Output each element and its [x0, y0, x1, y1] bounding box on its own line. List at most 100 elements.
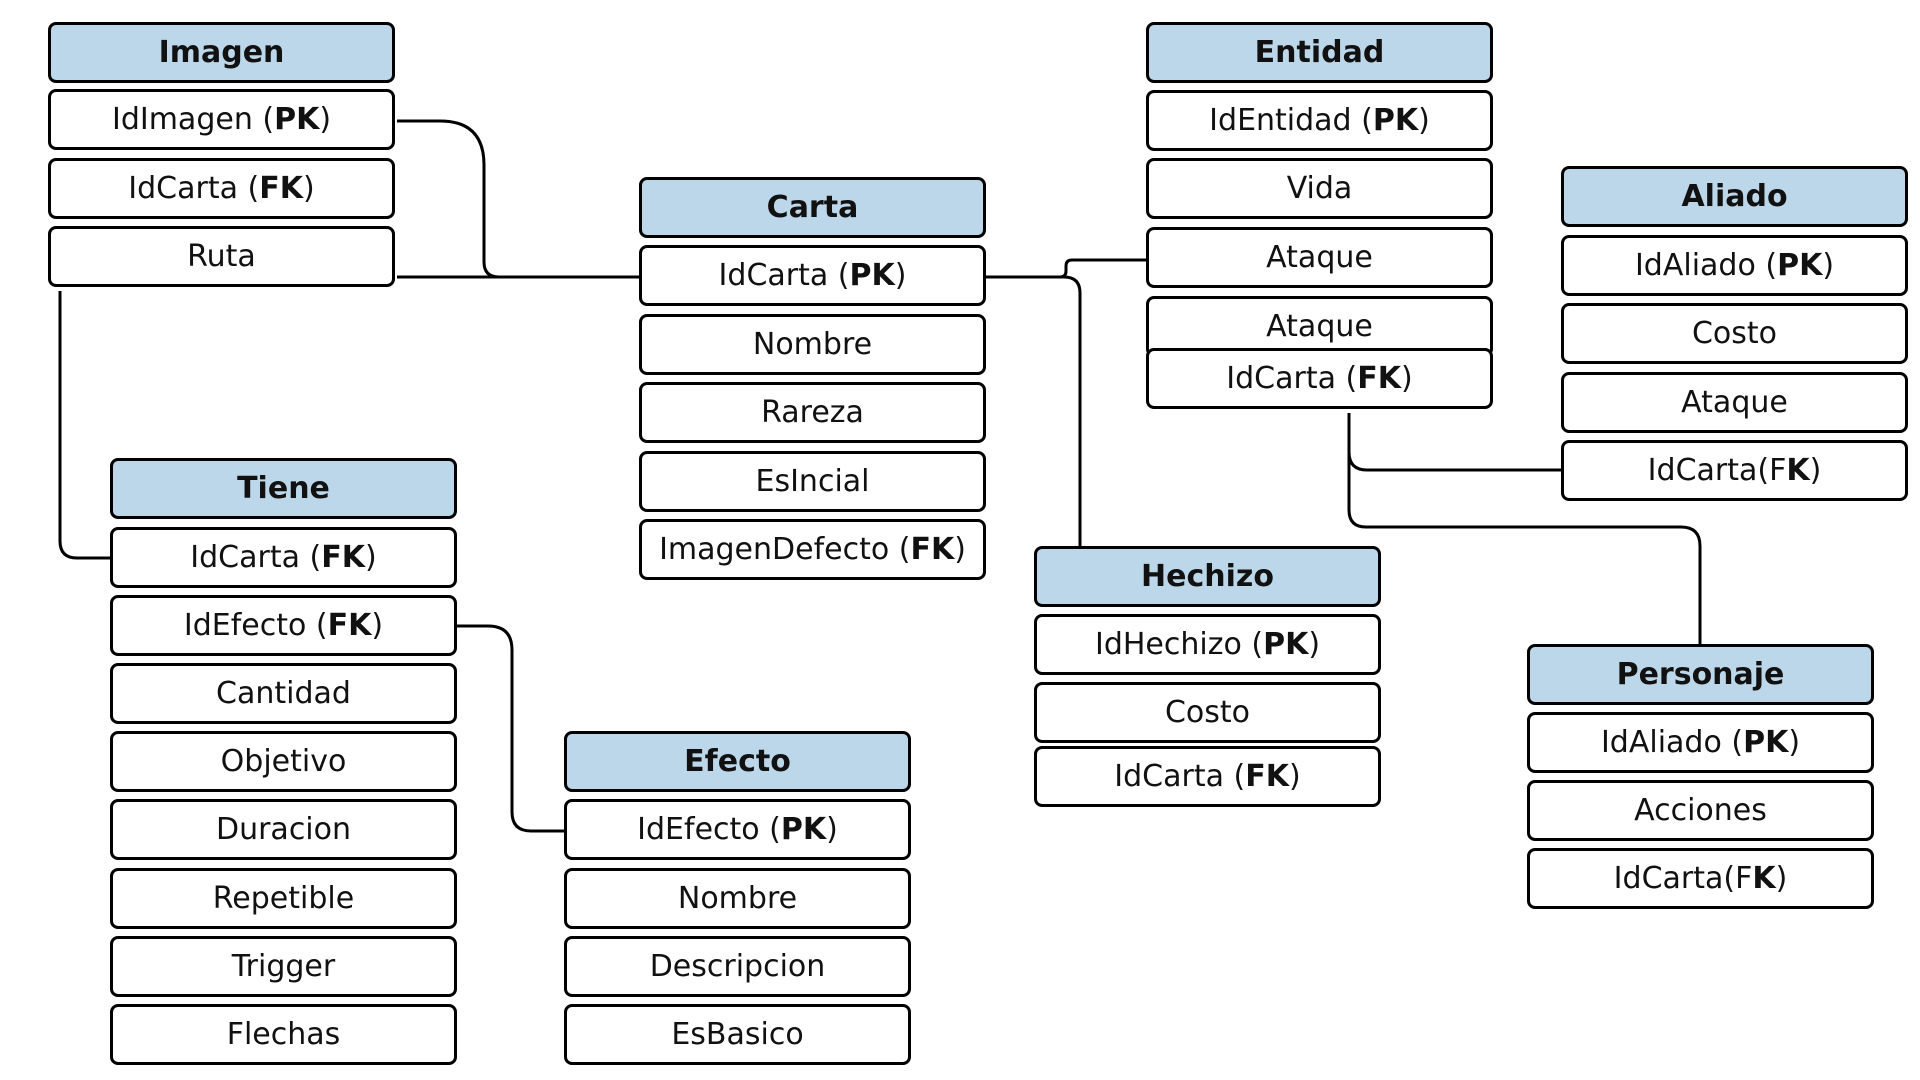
field-name: Costo: [1691, 316, 1778, 351]
entity-efecto-title: Efecto: [564, 731, 911, 792]
field-name: Ataque: [1266, 309, 1373, 344]
field-name: IdCarta(F: [1613, 861, 1753, 896]
field-name: ImagenDefecto: [659, 532, 890, 567]
field-imagen-2: Ruta: [48, 226, 395, 287]
field-key-marker: K: [1752, 861, 1776, 896]
field-tiene-1: IdEfecto (FK): [110, 595, 457, 656]
field-name: IdAliado: [1634, 248, 1756, 283]
field-key-marker: PK: [1372, 103, 1419, 138]
field-key-marker: PK: [1743, 725, 1789, 760]
field-key-marker: FK: [1245, 759, 1289, 794]
field-name: EsBasico: [671, 1017, 804, 1052]
field-name: IdCarta: [190, 540, 300, 575]
field-efecto-3: EsBasico: [564, 1004, 911, 1065]
field-entidad-2: Ataque: [1146, 227, 1493, 288]
field-aliado-0: IdAliado (PK): [1561, 235, 1908, 296]
field-aliado-1: Costo: [1561, 303, 1908, 364]
field-efecto-2: Descripcion: [564, 936, 911, 997]
field-key-marker: FK: [259, 171, 303, 206]
field-name: Ataque: [1266, 240, 1373, 275]
field-name: Nombre: [677, 881, 798, 916]
field-name: IdCarta: [1226, 361, 1336, 396]
field-personaje-1: Acciones: [1527, 780, 1874, 841]
field-name: Rareza: [761, 395, 864, 430]
field-aliado-2: Ataque: [1561, 372, 1908, 433]
field-name: IdEntidad: [1209, 103, 1352, 138]
link-tiene-efecto: [457, 624, 564, 833]
field-tiene-4: Duracion: [110, 799, 457, 860]
field-name: IdCarta: [1114, 759, 1224, 794]
entity-entidad-title: Entidad: [1146, 22, 1493, 83]
field-name: EsIncial: [755, 464, 870, 499]
entity-tiene-title: Tiene: [110, 458, 457, 519]
field-name: Descripcion: [649, 949, 826, 984]
field-efecto-1: Nombre: [564, 868, 911, 929]
field-tiene-0: IdCarta (FK): [110, 527, 457, 588]
field-personaje-0: IdAliado (PK): [1527, 712, 1874, 773]
entity-hechizo-title: Hechizo: [1034, 546, 1381, 607]
field-name: Vida: [1286, 171, 1353, 206]
link-carta-entidad: [986, 258, 1146, 279]
field-name: Flechas: [226, 1017, 341, 1052]
field-carta-4: ImagenDefecto (FK): [639, 519, 986, 580]
field-name: IdAliado: [1600, 725, 1722, 760]
link-entidad-aliado: [1347, 413, 1561, 472]
field-key-marker: PK: [780, 812, 827, 847]
field-name: Acciones: [1634, 793, 1767, 828]
field-hechizo-0: IdHechizo (PK): [1034, 614, 1381, 675]
link-imagen-carta: [397, 119, 639, 279]
field-name: Repetible: [212, 881, 355, 916]
field-name: IdHechizo: [1094, 627, 1242, 662]
field-name: Ataque: [1681, 385, 1788, 420]
link-entidad-personaje: [1347, 413, 1702, 644]
field-carta-3: EsIncial: [639, 451, 986, 512]
field-entidad-0: IdEntidad (PK): [1146, 90, 1493, 151]
field-tiene-2: Cantidad: [110, 663, 457, 724]
field-name: IdCarta: [718, 258, 829, 293]
field-tiene-3: Objetivo: [110, 731, 457, 792]
field-key-marker: PK: [1777, 248, 1823, 283]
entity-aliado-title: Aliado: [1561, 166, 1908, 227]
field-key-marker: FK: [910, 532, 955, 567]
field-name: IdCarta(F: [1647, 453, 1787, 488]
field-name: Cantidad: [216, 676, 351, 711]
entity-personaje-title: Personaje: [1527, 644, 1874, 705]
field-hechizo-2: IdCarta (FK): [1034, 746, 1381, 807]
field-name: Objetivo: [220, 744, 347, 779]
entity-carta-title: Carta: [639, 177, 986, 238]
field-key-marker: K: [1786, 453, 1810, 488]
field-name: IdEfecto: [637, 812, 760, 847]
field-key-marker: FK: [321, 540, 365, 575]
field-carta-2: Rareza: [639, 382, 986, 443]
field-tiene-6: Trigger: [110, 936, 457, 997]
field-name: Costo: [1164, 695, 1251, 730]
field-imagen-1: IdCarta (FK): [48, 158, 395, 219]
field-name: IdImagen: [111, 102, 253, 137]
field-efecto-0: IdEfecto (PK): [564, 799, 911, 860]
link-carta-hechizo: [986, 275, 1082, 546]
field-tiene-5: Repetible: [110, 868, 457, 929]
field-carta-0: IdCarta (PK): [639, 245, 986, 306]
field-key-marker: FK: [1357, 361, 1401, 396]
field-name: Ruta: [187, 239, 256, 274]
field-key-marker: FK: [327, 608, 372, 643]
entity-imagen-title: Imagen: [48, 22, 395, 83]
field-name: IdCarta: [128, 171, 238, 206]
field-hechizo-1: Costo: [1034, 682, 1381, 743]
field-carta-1: Nombre: [639, 314, 986, 375]
field-name: IdEfecto: [183, 608, 307, 643]
link-imagen-tiene: [58, 291, 110, 560]
field-imagen-0: IdImagen (PK): [48, 89, 395, 150]
field-name: Trigger: [231, 949, 336, 984]
field-entidad-1: Vida: [1146, 158, 1493, 219]
field-name: Duracion: [215, 812, 352, 847]
field-name: Nombre: [752, 327, 873, 362]
field-key-marker: PK: [849, 258, 895, 293]
field-tiene-7: Flechas: [110, 1004, 457, 1065]
field-key-marker: PK: [1263, 627, 1309, 662]
field-key-marker: PK: [274, 102, 320, 137]
